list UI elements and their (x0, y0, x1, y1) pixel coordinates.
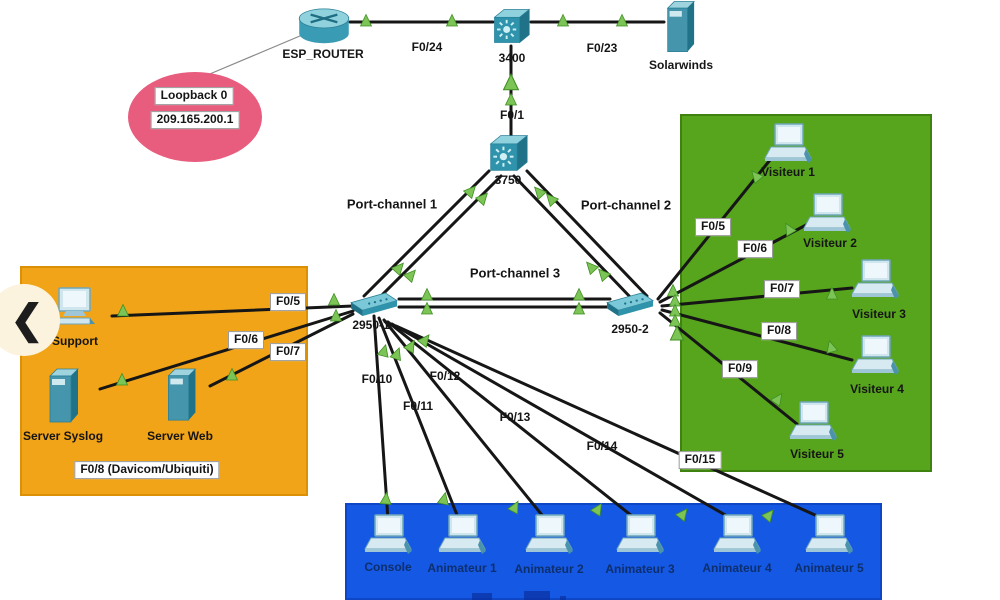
port-label-f0-14: F0/14 (586, 439, 618, 454)
zone-animateurs-blue (345, 503, 882, 600)
host-visiteur-2-label: Visiteur 2 (803, 236, 857, 251)
port-channel-3-label: Port-channel 3 (469, 265, 561, 281)
laptop-visiteur-1-icon[interactable] (764, 123, 812, 165)
port-label-f0-15: F0/15 (678, 451, 722, 469)
laptop-animateur-1-icon[interactable] (438, 514, 486, 556)
host-visiteur-4-label: Visiteur 4 (850, 382, 904, 397)
host-visiteur-1-label: Visiteur 1 (761, 165, 815, 180)
port-label-f0-13: F0/13 (499, 410, 531, 425)
loopback-name-label: Loopback 0 (154, 87, 234, 105)
carousel-back-button[interactable]: ❮ (0, 284, 60, 356)
host-animateur-5-label: Animateur 5 (794, 561, 864, 576)
host-console-label: Console (364, 560, 412, 575)
switch-2950-1-icon[interactable] (350, 292, 398, 317)
laptop-visiteur-2-icon[interactable] (803, 193, 851, 235)
host-visiteur-3-label: Visiteur 3 (852, 307, 906, 322)
switch-3750-icon[interactable] (487, 132, 529, 174)
server-syslog-icon[interactable] (43, 368, 81, 426)
router-label: ESP_ROUTER (282, 47, 364, 62)
server-solarwinds-icon[interactable] (662, 0, 696, 56)
host-server-web-label: Server Web (147, 429, 213, 444)
solarwinds-label: Solarwinds (648, 58, 714, 73)
port-label-f0-24: F0/24 (411, 40, 443, 55)
port-label-green-f0-6: F0/6 (736, 240, 774, 258)
laptop-animateur-5-icon[interactable] (805, 514, 853, 556)
port-label-green-f0-8: F0/8 (760, 322, 798, 340)
switch-2950-2-icon[interactable] (606, 292, 654, 317)
host-support-label: Support (52, 334, 98, 349)
laptop-visiteur-3-icon[interactable] (851, 259, 899, 301)
port-label-green-f0-5: F0/5 (694, 218, 732, 236)
port-label-orange-f0-5: F0/5 (269, 293, 307, 311)
laptop-animateur-4-icon[interactable] (713, 514, 761, 556)
router-esp-icon[interactable] (297, 7, 351, 47)
port-channel-2-label: Port-channel 2 (580, 197, 672, 213)
port-label-orange-f0-7: F0/7 (269, 343, 307, 361)
switch-3750-label: 3750 (494, 173, 522, 188)
laptop-visiteur-4-icon[interactable] (851, 335, 899, 377)
host-animateur-4-label: Animateur 4 (702, 561, 772, 576)
port-label-f0-1: F0/1 (499, 108, 525, 123)
host-server-syslog-label: Server Syslog (22, 429, 104, 444)
port-channel-1-label: Port-channel 1 (346, 196, 438, 212)
switch-2950-1-label: 2950-1 (352, 318, 390, 333)
switch-3400-icon[interactable] (491, 5, 531, 47)
port-label-green-f0-7: F0/7 (763, 280, 801, 298)
port-label-f0-23: F0/23 (586, 41, 618, 56)
loopback-ip-label: 209.165.200.1 (150, 111, 240, 129)
host-visiteur-5-label: Visiteur 5 (790, 447, 844, 462)
port-label-f0-11: F0/11 (402, 399, 434, 414)
laptop-visiteur-5-icon[interactable] (789, 401, 837, 443)
orange-zone-caption: F0/8 (Davicom/Ubiquiti) (74, 461, 220, 479)
laptop-animateur-2-icon[interactable] (525, 514, 573, 556)
laptop-animateur-3-icon[interactable] (616, 514, 664, 556)
port-label-f0-12: F0/12 (429, 369, 461, 384)
host-animateur-3-label: Animateur 3 (605, 562, 675, 577)
port-label-f0-10: F0/10 (361, 372, 393, 387)
chevron-left-icon: ❮ (10, 298, 44, 342)
server-web-icon[interactable] (162, 368, 198, 424)
host-animateur-2-label: Animateur 2 (514, 562, 584, 577)
laptop-console-icon[interactable] (364, 514, 412, 556)
port-label-orange-f0-6: F0/6 (227, 331, 265, 349)
port-label-green-f0-9: F0/9 (721, 360, 759, 378)
host-animateur-1-label: Animateur 1 (427, 561, 497, 576)
switch-3400-label: 3400 (498, 51, 526, 66)
switch-2950-2-label: 2950-2 (611, 322, 649, 337)
